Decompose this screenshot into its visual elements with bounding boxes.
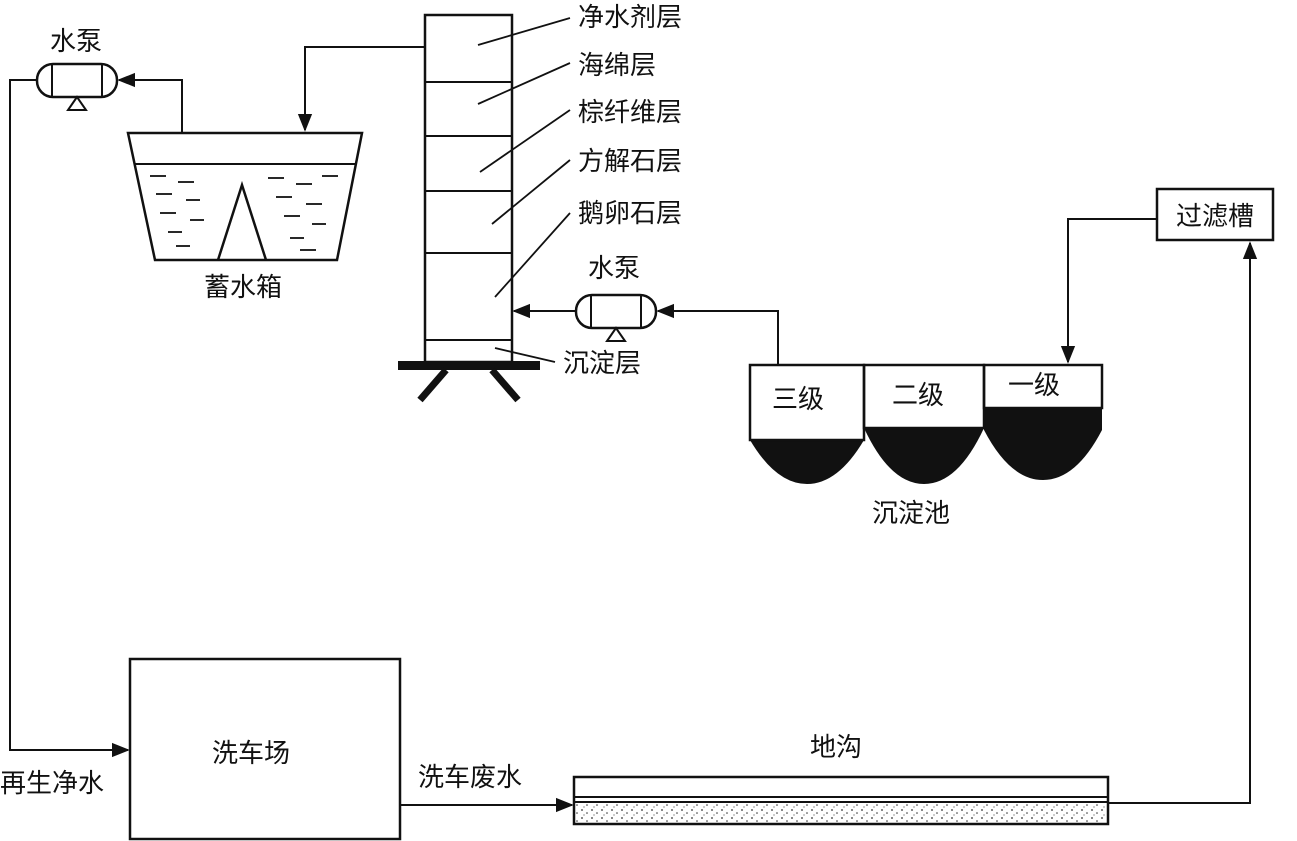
label-stage-2: 二级 [892, 381, 944, 411]
settling-pool [748, 363, 1104, 484]
filter-tank [1155, 187, 1275, 242]
label-drain-ditch: 地沟 [810, 733, 862, 763]
label-wash-wastewater: 洗车废水 [418, 763, 522, 793]
label-car-wash: 洗车场 [212, 739, 290, 769]
column-leg [417, 367, 449, 403]
flow-filter-to-pool [1060, 218, 1157, 364]
label-layer-3: 棕纤维层 [578, 98, 682, 128]
label-layer-1: 净水剂层 [578, 3, 682, 33]
flow-pool-to-pump [656, 303, 779, 365]
label-settling-pool: 沉淀池 [872, 499, 950, 529]
filter-column [398, 13, 540, 403]
column-base [398, 361, 540, 370]
water-ripples [150, 175, 338, 251]
label-storage-tank: 蓄水箱 [204, 273, 282, 303]
flow-lines [9, 46, 1258, 813]
label-pump-mid: 水泵 [588, 254, 640, 284]
sludge-bowl-2 [864, 428, 984, 484]
flow-ditch-to-filter [1108, 241, 1258, 804]
car-wash-area [128, 657, 402, 841]
column-leg [489, 367, 521, 403]
pump-top [35, 62, 119, 111]
label-pump-top: 水泵 [50, 27, 102, 57]
label-layer-4: 方解石层 [578, 147, 682, 177]
sludge-bowl-1 [984, 408, 1102, 480]
flow-tank-to-pump [117, 72, 183, 133]
label-stage-3: 三级 [772, 385, 824, 415]
label-layer-2: 海绵层 [578, 51, 656, 81]
flow-column-to-tank [297, 46, 425, 132]
label-stage-1: 一级 [1008, 371, 1060, 401]
pump-mid [574, 293, 658, 342]
layer-leader-lines [477, 17, 571, 363]
drain-ditch [572, 775, 1110, 826]
label-recycled-water: 再生净水 [0, 769, 104, 799]
flow-pump-to-carwash [9, 79, 130, 758]
label-filter-tank: 过滤槽 [1176, 202, 1254, 232]
sludge-bowl-3 [750, 440, 864, 484]
storage-tank [126, 131, 364, 262]
label-layer-6: 沉淀层 [563, 349, 641, 379]
label-layer-5: 鹅卵石层 [578, 199, 682, 229]
